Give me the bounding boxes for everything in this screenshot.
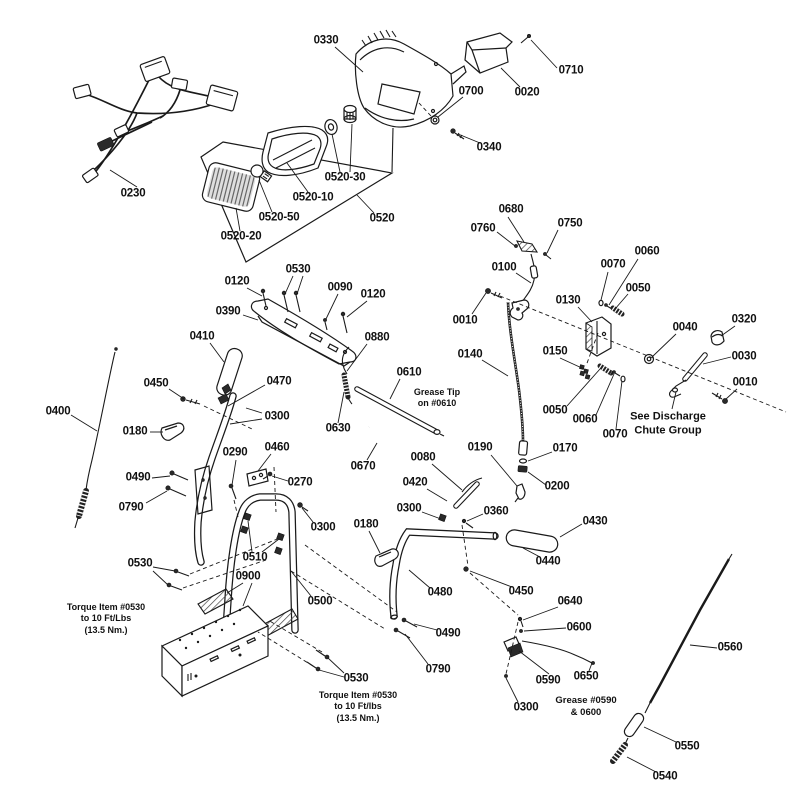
dash-panel-0330-art	[354, 29, 467, 173]
cross-plate-0390-art	[250, 288, 357, 405]
wiring-harness-0230-art	[72, 56, 239, 184]
lower-frame-art	[160, 493, 330, 698]
lower-rod-0560-art	[610, 553, 733, 764]
upper-handle-left-art	[160, 347, 273, 566]
right-handle-art	[374, 477, 559, 639]
control-rod-0610-art	[354, 386, 445, 444]
cable-adjuster-art	[514, 440, 529, 503]
dashed-alignment-lines	[182, 102, 787, 675]
clutch-cable-0400-art	[74, 347, 118, 529]
bracket-0020-art	[430, 32, 531, 140]
headlight-group-0520-art	[200, 104, 394, 263]
right-lever-assembly-art	[485, 240, 728, 442]
leader-lines	[70, 39, 738, 773]
bulb-socket-art	[343, 104, 357, 124]
chute-link-art	[503, 616, 595, 678]
